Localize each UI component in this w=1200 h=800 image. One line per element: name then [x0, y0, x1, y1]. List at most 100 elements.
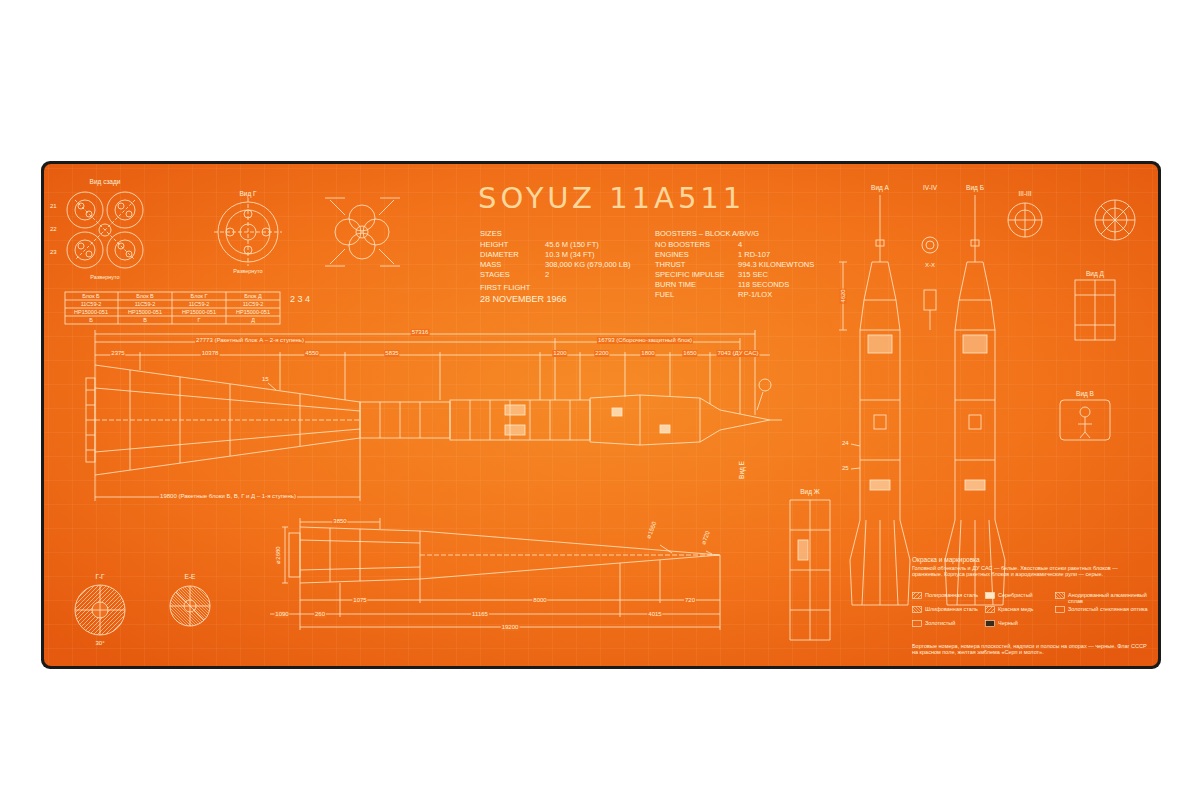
- label-text: Вид сзади: [90, 178, 121, 185]
- legend-item: Полированная сталь: [912, 592, 982, 599]
- legend-item: Серебристый: [985, 592, 1049, 599]
- label-text: Вид Д: [1086, 270, 1104, 277]
- label-text: 2: [545, 271, 549, 280]
- label-text: BURN TIME: [655, 281, 696, 290]
- label-text: 30°: [95, 640, 104, 647]
- label-text: Окраска и маркировка: [912, 556, 980, 563]
- label-text: Вид А: [871, 184, 889, 191]
- legend-text: Серебристый: [998, 592, 1033, 598]
- rocket-front-view: [850, 195, 910, 605]
- clover-view-part: [325, 198, 400, 266]
- dimension-label: 10378: [201, 350, 220, 357]
- legend-swatch: [912, 620, 922, 627]
- clover-view-part: [363, 219, 389, 245]
- cabin-view-part: [1080, 407, 1090, 417]
- label-text: Вид Е: [738, 461, 745, 479]
- pad-surface: [44, 164, 1158, 666]
- legend-swatch: [912, 592, 922, 599]
- dimension-label: 4620: [840, 288, 847, 303]
- detail-view-part: [790, 500, 830, 640]
- rocket-side-view-part: [612, 408, 622, 416]
- grid: [44, 164, 1158, 666]
- label-text: Б: [89, 317, 93, 323]
- spacer: [905, 630, 1150, 631]
- section-views-part: [75, 585, 125, 635]
- gear-view-part: [930, 310, 931, 330]
- dimension-label: 8000: [532, 597, 547, 604]
- title-text: SOYUZ 11A511: [478, 182, 745, 215]
- legend-swatch-box: [913, 607, 922, 613]
- cross-view-part: [86, 251, 92, 257]
- hatch-view-part: [1075, 280, 1115, 340]
- gear-view-part: [922, 237, 938, 253]
- label-text: DIAMETER: [480, 251, 519, 260]
- gear-view-part: [924, 290, 936, 310]
- blueprint-lines-part: [945, 195, 1005, 605]
- cross-view: [67, 192, 143, 268]
- rocket-side-view-part: [770, 420, 782, 421]
- round-views-right-part: [1008, 203, 1042, 237]
- round-views-right-part: [1008, 203, 1042, 237]
- label-text: НР15000-051: [236, 309, 270, 315]
- booster-table-part: [65, 292, 280, 324]
- rocket-side-view-part: [95, 330, 755, 415]
- booster-view-part: [300, 555, 720, 630]
- label-text: Развернуто: [233, 268, 262, 274]
- legend-swatch-box: [913, 593, 922, 599]
- booster-view-part: [300, 518, 380, 529]
- legend-swatch-box: [986, 621, 995, 627]
- rocket-side-view-part: [505, 405, 525, 415]
- label-text: Вид В: [1076, 390, 1094, 397]
- rocket-side-view-part: [86, 390, 95, 450]
- label-text: 45.6 M (150 FT): [545, 241, 599, 250]
- hatch-view: [1075, 280, 1115, 340]
- rocket-side-view-part: [268, 383, 276, 390]
- label-text: HEIGHT: [480, 241, 508, 250]
- label-text: 11С59-2: [135, 301, 156, 307]
- label-text: Вид Ж: [800, 488, 820, 495]
- rocket-side-view-part: [130, 370, 300, 470]
- clover-view: [325, 198, 400, 266]
- booster-table-part: [65, 292, 280, 324]
- legend-item: Шлифованная сталь: [912, 606, 982, 613]
- rocket-front-view-part: [850, 262, 910, 605]
- label-text: BOOSTERS – BLOCK A/B/V/G: [655, 230, 759, 239]
- label-text: NO BOOSTERS: [655, 241, 710, 250]
- rocket-side-view-part: [505, 425, 525, 435]
- legend-swatch-box: [1056, 607, 1065, 613]
- dimension-label: 19200: [501, 624, 520, 631]
- label-text: 24: [842, 440, 849, 447]
- gear-view: [922, 237, 938, 330]
- section-views: [75, 585, 210, 635]
- legend-swatch-box: [913, 621, 922, 627]
- leader-line: [851, 444, 860, 469]
- label-text: 11С59-2: [81, 301, 102, 307]
- label-text: IV-IV: [923, 184, 937, 191]
- dimension-label: 1075: [352, 597, 367, 604]
- label-text: 2 3 4: [290, 294, 310, 304]
- booster-view-part: [289, 533, 300, 577]
- round-view-part: [262, 228, 270, 236]
- rocket-front-view-part: [880, 195, 881, 262]
- dimension-label: 720: [684, 597, 696, 604]
- blueprint-lines: [65, 192, 1150, 640]
- booster-view-part: [420, 555, 720, 556]
- round-view-part: [244, 246, 252, 254]
- rocket-side-view-part: [759, 379, 771, 391]
- gear-view-part: [926, 241, 934, 249]
- label-text: Развернуто: [90, 274, 119, 280]
- dimension-label: 11165: [471, 611, 489, 618]
- dimension-label: 1200: [552, 350, 567, 357]
- section-views-part: [75, 585, 125, 635]
- label-text: 10.3 M (34 FT): [545, 251, 595, 260]
- dimension-label: 19800 (Ракетные блоки Б, В, Г и Д – 1-я …: [159, 493, 297, 500]
- booster-view-part: [282, 527, 288, 583]
- label-text: Е-Е: [185, 573, 196, 580]
- legend-text: Золотистый стеклянная оптика: [1068, 606, 1148, 612]
- label-text: 1 RD-107: [738, 251, 770, 260]
- legend-swatch-box: [1056, 593, 1065, 599]
- dimension-label: 260: [314, 611, 326, 618]
- booster-view: [270, 518, 720, 630]
